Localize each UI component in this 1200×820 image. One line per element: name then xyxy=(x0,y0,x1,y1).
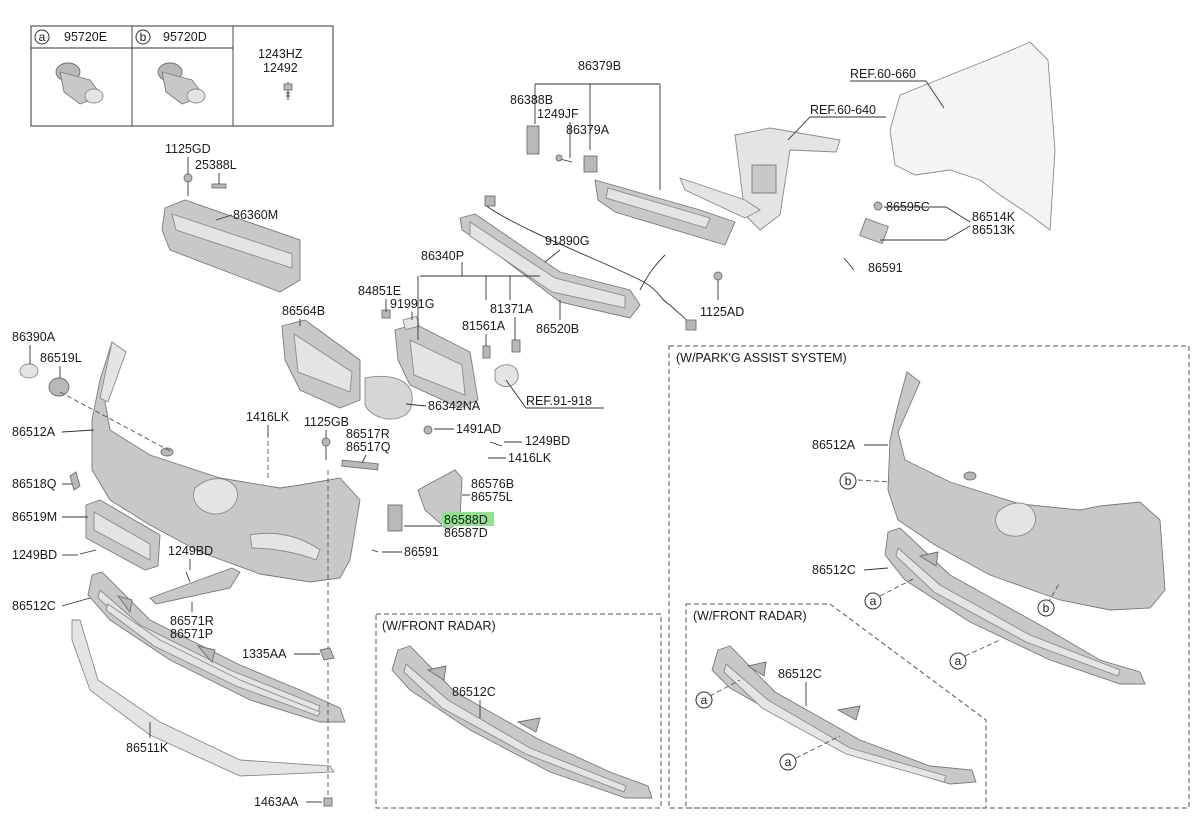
label-81371A: 81371A xyxy=(490,302,534,316)
parking-sensor-icon xyxy=(157,62,206,105)
label-86575L: 86575L xyxy=(471,490,513,504)
label-86591-top: 86591 xyxy=(868,261,903,275)
label-86517R: 86517R xyxy=(346,427,390,441)
label-1249BD-c: 1249BD xyxy=(168,544,213,558)
inset-radar2-title: (W/FRONT RADAR) xyxy=(693,609,807,623)
label-86390A: 86390A xyxy=(12,330,56,344)
label-1125GB: 1125GB xyxy=(304,415,349,429)
label-86379B: 86379B xyxy=(578,59,621,73)
inset-radar2-label-86512C: 86512C xyxy=(778,667,822,681)
label-1125GD: 1125GD xyxy=(165,142,211,156)
screw-icon xyxy=(283,82,293,100)
label-1249BD-b: 1249BD xyxy=(12,548,57,562)
label-86360M: 86360M xyxy=(233,208,278,222)
label-86518Q: 86518Q xyxy=(12,477,57,491)
label-1249JF: 1249JF xyxy=(537,107,579,121)
label-1125AD: 1125AD xyxy=(700,305,744,319)
inset-parking-title: (W/PARK'G ASSIST SYSTEM) xyxy=(676,351,847,365)
inset-radar2-marker-a2: a xyxy=(785,755,792,769)
skid-plate xyxy=(71,619,335,777)
callouts: 86379B 86388B 1249JF 86379A REF.60-660 R… xyxy=(12,59,1016,809)
label-86587D: 86587D xyxy=(444,526,488,540)
label-1335AA: 1335AA xyxy=(242,647,287,661)
legend-marker-b: b xyxy=(140,30,147,44)
label-86342NA: 86342NA xyxy=(428,399,481,413)
inset-radar1-title: (W/FRONT RADAR) xyxy=(382,619,496,633)
inset-front-radar-2: (W/FRONT RADAR) a a 86512C xyxy=(685,603,987,809)
label-91991G: 91991G xyxy=(390,297,434,311)
inset-parking-marker-a1: a xyxy=(870,594,877,608)
lower-grille-main xyxy=(87,571,346,723)
label-25388L: 25388L xyxy=(195,158,237,172)
legend-part-c1: 1243HZ xyxy=(258,47,303,61)
label-86571R: 86571R xyxy=(170,614,214,628)
legend-part-a: 95720E xyxy=(64,30,107,44)
front-bumper-main xyxy=(19,341,503,605)
label-86340P: 86340P xyxy=(421,249,464,263)
label-86517Q: 86517Q xyxy=(346,440,391,454)
label-86576B: 86576B xyxy=(471,477,514,491)
inset-parking-label-86512C: 86512C xyxy=(812,563,856,577)
label-1416LK-a: 1416LK xyxy=(246,410,290,424)
inset-parking-marker-b1: b xyxy=(845,474,852,488)
label-86512C: 86512C xyxy=(12,599,56,613)
parking-sensor-icon xyxy=(55,62,104,105)
label-86520B: 86520B xyxy=(536,322,579,336)
label-1249BD-a: 1249BD xyxy=(525,434,570,448)
label-REF60660: REF.60-660 xyxy=(850,67,916,81)
inset-parking-marker-a2: a xyxy=(955,654,962,668)
inset-parking-assist: (W/PARK'G ASSIST SYSTEM) b a a b 86512A … xyxy=(668,345,1190,809)
label-86511K: 86511K xyxy=(126,741,169,755)
inset-front-radar-1: (W/FRONT RADAR) 86512C xyxy=(375,613,662,809)
label-86513K: 86513K xyxy=(972,223,1016,237)
label-86514K: 86514K xyxy=(972,210,1016,224)
inset-radar2-marker-a1: a xyxy=(701,693,708,707)
inset-radar1-label-86512C: 86512C xyxy=(452,685,496,699)
label-REF60640: REF.60-640 xyxy=(810,103,876,117)
legend-box: a 95720E b 95720D 1243HZ 12492 xyxy=(30,25,334,127)
label-1491AD: 1491AD xyxy=(456,422,501,436)
label-1463AA: 1463AA xyxy=(254,795,299,809)
label-86388B: 86388B xyxy=(510,93,553,107)
wiring-harness xyxy=(484,195,697,331)
upper-cover xyxy=(161,173,301,293)
legend-marker-a: a xyxy=(39,30,46,44)
legend-part-b: 95720D xyxy=(163,30,207,44)
label-81561A: 81561A xyxy=(462,319,506,333)
label-91890G: 91890G xyxy=(545,234,589,248)
label-86588D: 86588D xyxy=(444,513,488,527)
label-86379A: 86379A xyxy=(566,123,610,137)
bumper-beam-absorber xyxy=(459,213,641,319)
label-86591-mid: 86591 xyxy=(404,545,439,559)
label-86564B: 86564B xyxy=(282,304,325,318)
bracket-86564B xyxy=(281,319,361,409)
highlight-86588D xyxy=(442,512,494,526)
label-1416LK-b: 1416LK xyxy=(508,451,552,465)
inset-parking-marker-b2: b xyxy=(1043,601,1050,615)
label-86519L: 86519L xyxy=(40,351,82,365)
camera-bracket xyxy=(364,309,521,420)
label-86571P: 86571P xyxy=(170,627,213,641)
inset-parking-label-86512A: 86512A xyxy=(812,438,856,452)
label-86512A: 86512A xyxy=(12,425,56,439)
legend-part-c2: 12492 xyxy=(263,61,298,75)
label-REF91918: REF.91-918 xyxy=(526,394,592,408)
label-86519M: 86519M xyxy=(12,510,57,524)
label-84851E: 84851E xyxy=(358,284,401,298)
